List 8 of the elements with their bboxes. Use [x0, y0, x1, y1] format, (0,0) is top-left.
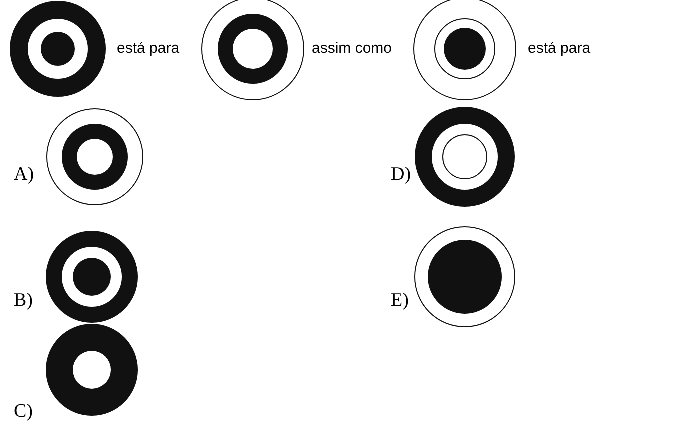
analogy-text: está para: [528, 41, 591, 56]
option-label: E): [391, 291, 409, 310]
analogy-text: está para: [117, 41, 180, 56]
option-label: A): [14, 165, 34, 184]
analogy-text: assim como: [312, 41, 392, 56]
option-label: D): [391, 165, 412, 184]
option-label: C): [14, 402, 33, 421]
option-label: B): [14, 291, 33, 310]
